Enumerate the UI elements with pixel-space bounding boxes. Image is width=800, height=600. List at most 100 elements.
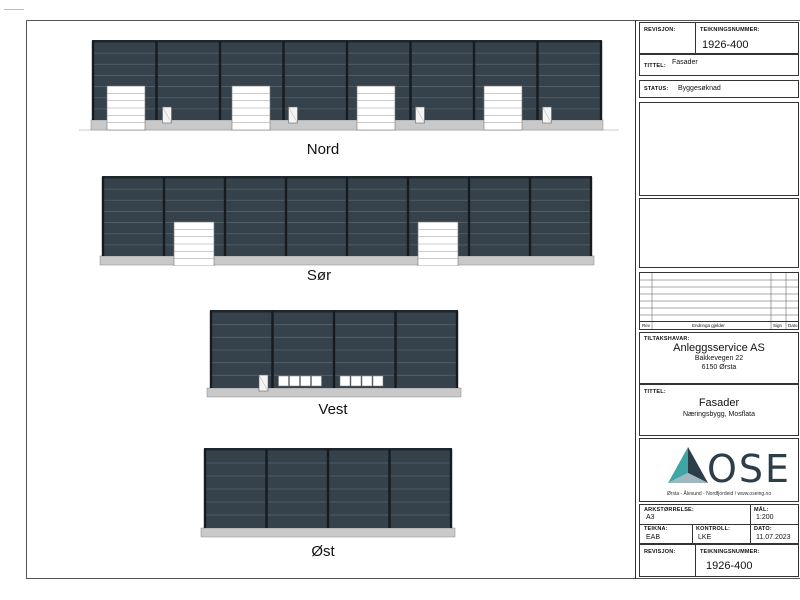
tb-arkstorrelse-label: ARKSTØRRELSE: [644,507,694,513]
column [394,311,397,388]
column [536,41,539,120]
tb-teikningsnummer: 1926-400 [702,39,749,51]
column [218,41,222,120]
tb-client-address: Bakkevegen 22 [694,355,744,362]
logo-tagline: Ørsta - Ålesund - Nordfjordeid / www.ose… [666,491,772,497]
window [372,375,384,387]
column [345,177,349,256]
window [278,375,289,387]
tb-bottom-teikningsnummer-label: TEIKNINGSNUMMER: [700,549,760,555]
plinth [206,387,462,398]
column [91,41,95,120]
tb-bottom-teikningsnummer: 1926-400 [706,560,753,572]
column [406,177,410,256]
column [326,449,330,528]
column [223,177,227,256]
tb-bottom-revisjon-label: REVISJON: [644,549,676,555]
column [284,177,288,256]
tb-meta: ARKSTØRRELSE: A3 MÅL: 1:200 TEIKNA: EAB … [639,504,799,544]
elevation-vest-label: Vest [318,401,348,418]
elevation-nord [79,40,619,132]
elevation-ost-drawing [200,448,456,538]
tb-tiltakshavar-label: TILTAKSHAVAR: [644,336,690,342]
tb-rev-header: Rev [642,323,651,328]
column [589,177,593,256]
tb-drawing-number-bottom: REVISJON: TEIKNINGSNUMMER: 1926-400 [639,544,799,577]
elevation-sor [99,176,599,266]
tb-mal: 1:200 [756,514,774,521]
tb-dato-header: Dato [788,323,798,328]
ose-logo-mark-icon [668,447,708,483]
tb-teikna: EAB [646,534,661,541]
column [101,177,105,256]
tb-endringa-header: Endringa gjelder [692,323,725,328]
column [528,177,532,256]
elevation-vest-drawing [206,310,462,398]
tb-dato: 11.07.2023 [756,534,791,541]
column [203,449,207,528]
tb-revision-table: Rev Endringa gjelder Sign Dato [639,272,799,330]
tb-client-city: 6150 Ørsta [701,364,737,371]
tb-dato-label: DATO: [754,526,772,532]
column [271,311,274,388]
tb-status: STATUS: Byggesøknad [639,80,799,98]
tb-teikna-label: TEIKNA: [644,526,668,532]
elevation-nord-drawing [79,40,619,131]
elevation-sor-label: Sør [306,267,332,284]
tb-teikningsnummer-label: TEIKNINGSNUMMER: [700,27,760,33]
window [350,375,362,387]
window [300,375,311,387]
column [332,311,336,388]
tb-revision-footer: Rev Endringa gjelder Sign Dato [640,321,798,329]
column [449,449,453,528]
tb-project-subtitle: Næringsbygg, Mosflata [683,411,755,418]
tb-tittel-label: TITTEL: [644,63,666,69]
column [455,311,459,388]
tb-logo-box: OSE Ørsta - Ålesund - Nordfjordeid / www… [639,438,799,502]
logo-text: OSE [707,447,792,491]
company-logo: OSE [640,445,798,491]
tb-project-title: TITTEL: Fasader Næringsbygg, Mosflata [639,384,799,436]
door-swing-line [542,106,552,124]
column [162,177,166,256]
column [282,41,285,120]
tb-arkstorrelse: A3 [646,514,655,521]
tb-empty-box-1 [639,102,799,196]
column [209,311,213,388]
tb-revision-grid [640,273,798,329]
column [388,449,391,528]
window [339,375,351,387]
tb-kontroll-label: KONTROLL: [696,526,731,532]
drawing-area: Nord Sør Vest Øst [27,21,635,578]
plinth [200,527,456,538]
elevation-nord-label: Nord [306,141,340,158]
corner-mark [4,4,24,10]
tb-drawing-number-top: REVISJON: TEIKNINGSNUMMER: 1926-400 [639,22,799,54]
window [311,375,322,387]
elevation-ost [197,448,459,538]
door-swing-line [415,106,425,124]
door-swing-line [258,374,269,392]
drawing-frame [26,20,800,579]
tb-title-top: TITTEL: Fasader [639,54,799,76]
tb-revisjon-label: REVISJON: [644,27,676,33]
column [467,177,471,256]
column [345,41,349,120]
tb-status-value: Byggesøknad [678,85,721,92]
column [409,41,412,120]
column [265,449,268,528]
elevation-sor-drawing [99,176,595,266]
tb-client-name: Anleggsservice AS [673,342,765,354]
elevation-vest [203,310,465,400]
title-block: REVISJON: TEIKNINGSNUMMER: 1926-400 TITT… [635,20,800,579]
column [155,41,158,120]
tb-empty-box-2 [639,198,799,268]
tb-tittel: Fasader [672,59,698,66]
column [599,41,603,120]
window [361,375,373,387]
window [289,375,300,387]
tb-mal-label: MÅL: [754,507,769,513]
tb-project-title-value: Fasader [698,397,740,409]
column [472,41,476,120]
tb-client: TILTAKSHAVAR: Anleggsservice AS Bakkeveg… [639,332,799,384]
